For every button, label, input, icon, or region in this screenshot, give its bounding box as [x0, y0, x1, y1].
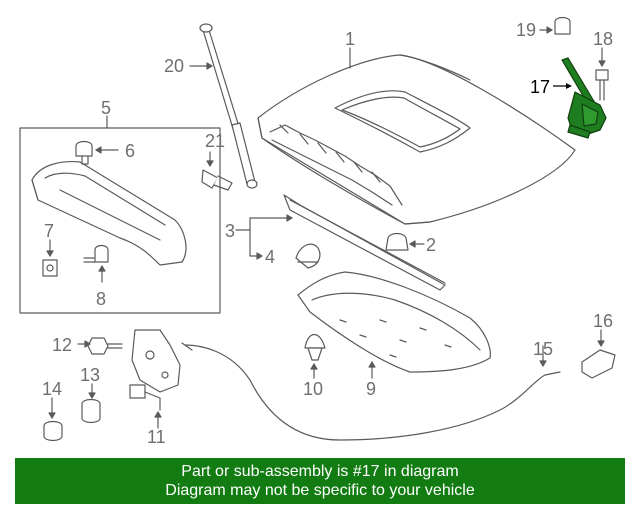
- callout-11: 11: [147, 427, 166, 447]
- callout-12: 12: [52, 335, 73, 355]
- hood-strut: [199, 23, 258, 189]
- callout-14: 14: [42, 379, 63, 399]
- callout-5: 5: [101, 98, 112, 118]
- banner-line-1: Part or sub-assembly is #17 in diagram: [181, 463, 459, 480]
- info-banner: Part or sub-assembly is #17 in diagram D…: [15, 458, 625, 504]
- callout-20: 20: [164, 56, 185, 76]
- callout-8: 8: [96, 289, 107, 309]
- callout-16: 16: [593, 311, 614, 331]
- hood-latch: [129, 329, 181, 411]
- callout-7: 7: [44, 221, 55, 241]
- callout-13: 13: [80, 365, 101, 385]
- callout-4: 4: [265, 247, 276, 267]
- callout-1: 1: [345, 29, 356, 49]
- hood-scoop: [31, 160, 187, 266]
- banner-line-2: Diagram may not be specific to your vehi…: [165, 482, 475, 499]
- callout-19: 19: [516, 20, 537, 40]
- callout-9: 9: [366, 379, 377, 399]
- callout-15: 15: [533, 339, 554, 359]
- callout-21: 21: [205, 131, 226, 151]
- diagram-drawing: [19, 16, 616, 442]
- hood-insulator: [297, 271, 491, 373]
- callout-2: 2: [426, 235, 437, 255]
- hood-hinge-highlight: [561, 57, 607, 139]
- callout-18: 18: [593, 29, 614, 49]
- hood-part: [257, 54, 576, 225]
- callout-10: 10: [303, 379, 324, 399]
- callout-17: 17: [530, 77, 551, 97]
- callout-3: 3: [225, 221, 236, 241]
- callout-6: 6: [125, 141, 136, 161]
